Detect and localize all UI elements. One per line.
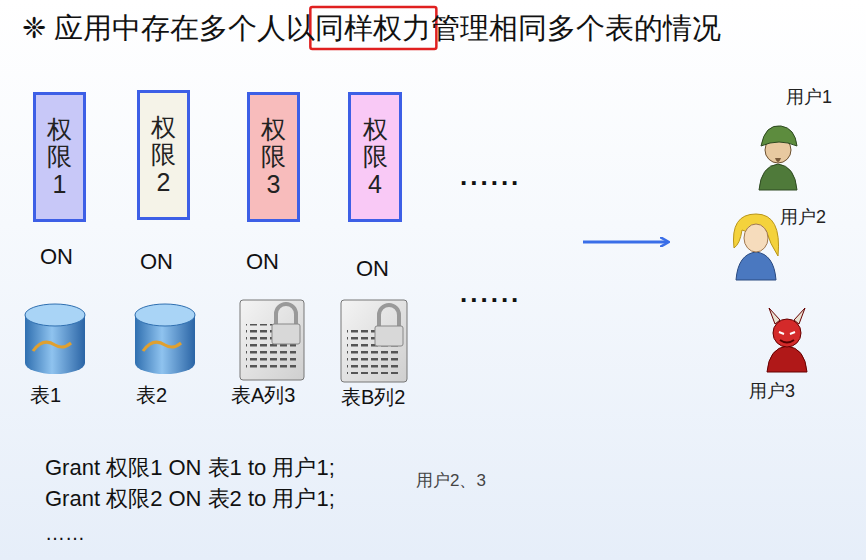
user-label: 用户3 xyxy=(749,381,795,402)
on-keyword: ON xyxy=(140,249,173,274)
note: 用户2、3 xyxy=(416,471,486,491)
on-keyword: ON xyxy=(356,256,389,281)
permission-box: 权限2 xyxy=(137,90,190,220)
permission-label: 权限2 xyxy=(151,114,176,197)
arrow xyxy=(583,241,668,244)
permission-label: 权限4 xyxy=(363,116,388,199)
user-label: 用户1 xyxy=(786,87,832,108)
ellipsis: …… xyxy=(45,522,85,545)
database-icon xyxy=(135,304,195,374)
locked-document-icon xyxy=(240,300,304,380)
permission-label: 权限1 xyxy=(47,116,72,199)
table-label: 表1 xyxy=(30,384,61,407)
table-label: 表B列2 xyxy=(341,386,405,409)
permission-box: 权限1 xyxy=(33,92,86,222)
user-icon xyxy=(767,308,807,372)
user-icon xyxy=(759,126,797,190)
grant-statement: Grant 权限2 ON 表2 to 用户1; xyxy=(45,486,335,511)
user-label: 用户2 xyxy=(780,207,826,228)
slide-title: ❈ 应用中存在多个人以同样权力管理相同多个表的情况 xyxy=(22,12,721,45)
table-label: 表2 xyxy=(136,384,167,407)
permission-box: 权限4 xyxy=(348,92,402,222)
on-keyword: ON xyxy=(246,249,279,274)
locked-document-icon xyxy=(341,300,407,382)
table-label: 表A列3 xyxy=(231,384,295,407)
ellipsis: ...... xyxy=(460,279,521,309)
grant-statement: Grant 权限1 ON 表1 to 用户1; xyxy=(45,455,335,480)
permission-box: 权限3 xyxy=(247,92,300,222)
database-icon xyxy=(25,304,85,374)
ellipsis: ...... xyxy=(460,162,521,192)
on-keyword: ON xyxy=(40,244,73,269)
permission-label: 权限3 xyxy=(261,116,286,199)
user-icon xyxy=(733,214,778,280)
